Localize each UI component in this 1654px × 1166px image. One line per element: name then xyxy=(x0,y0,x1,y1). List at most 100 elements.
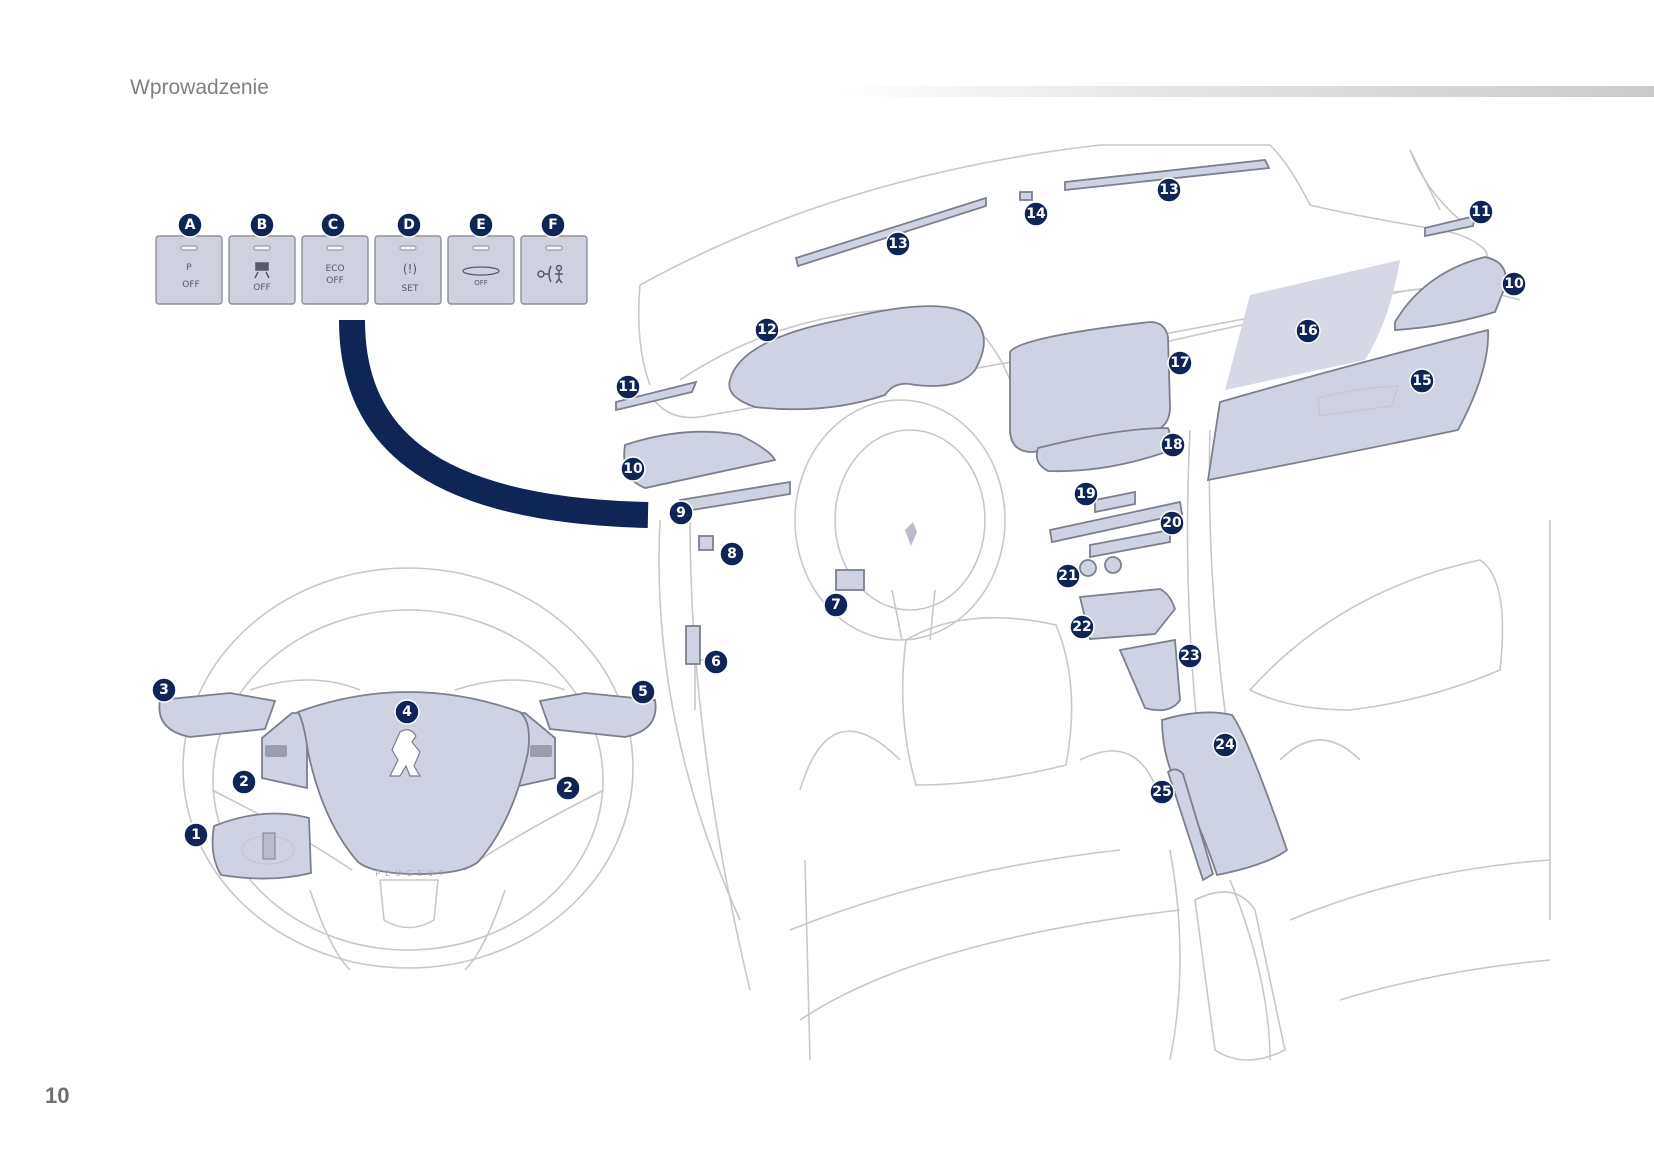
svg-text:8: 8 xyxy=(727,546,737,562)
svg-text:3: 3 xyxy=(159,682,169,698)
svg-text:E: E xyxy=(476,217,486,233)
callout-6: 6 xyxy=(703,649,729,675)
svg-text:F: F xyxy=(548,217,558,233)
air-vent-right xyxy=(1394,256,1507,331)
svg-text:10: 10 xyxy=(1504,276,1524,292)
callout-1: 1 xyxy=(183,822,209,848)
callout-7: 7 xyxy=(823,592,849,618)
cruise-control-stalk xyxy=(211,812,312,880)
instrument-panel xyxy=(728,305,985,411)
svg-text:21: 21 xyxy=(1058,568,1077,584)
button-a-top: P xyxy=(186,263,192,273)
callout-14: 14 xyxy=(1023,201,1049,227)
button-d-caption: SET xyxy=(402,284,419,294)
side-window-vent-right xyxy=(1424,214,1477,238)
badge-f: F xyxy=(540,212,566,238)
button-a[interactable]: P OFF xyxy=(155,235,223,305)
glovebox xyxy=(1206,328,1489,482)
button-c-top: ECO xyxy=(325,264,344,274)
svg-text:18: 18 xyxy=(1163,437,1182,453)
steering-adjust-lever xyxy=(835,569,865,591)
callout-2-left: 2 xyxy=(231,769,257,795)
climate-control-buttons xyxy=(1048,500,1184,544)
badge-e: E xyxy=(468,212,494,238)
button-e[interactable]: OFF xyxy=(447,235,515,305)
callout-11-left: 11 xyxy=(615,374,641,400)
callout-20: 20 xyxy=(1159,510,1185,536)
connector-curve xyxy=(339,319,649,528)
button-b[interactable]: OFF xyxy=(228,235,296,305)
svg-text:17: 17 xyxy=(1170,355,1189,371)
button-a-caption: OFF xyxy=(182,280,199,290)
button-f[interactable] xyxy=(520,235,588,305)
svg-text:11: 11 xyxy=(1471,204,1490,220)
air-vent-left xyxy=(623,430,777,489)
gear-lever xyxy=(1118,638,1181,712)
mirror-adjust-switch xyxy=(698,535,714,551)
callout-25: 25 xyxy=(1149,779,1175,805)
svg-text:D: D xyxy=(403,217,415,233)
socket-1 xyxy=(1079,559,1097,577)
svg-text:2: 2 xyxy=(239,774,249,790)
svg-text:13: 13 xyxy=(1159,182,1178,198)
svg-text:24: 24 xyxy=(1215,737,1235,753)
callout-9: 9 xyxy=(668,500,694,526)
stalk-left xyxy=(158,692,277,738)
svg-text:19: 19 xyxy=(1076,486,1095,502)
badge-a: A xyxy=(177,212,203,238)
light-sensor xyxy=(1019,191,1033,201)
svg-text:A: A xyxy=(185,217,196,233)
svg-text:11: 11 xyxy=(618,379,637,395)
parking-brake xyxy=(1166,768,1215,882)
callout-24: 24 xyxy=(1212,732,1238,758)
alarm-icon xyxy=(462,266,500,276)
callout-10-left: 10 xyxy=(620,456,646,482)
callout-17: 17 xyxy=(1167,350,1193,376)
socket-2 xyxy=(1104,556,1122,574)
peugeot-wordmark: PEUGEOT xyxy=(375,869,448,878)
button-e-caption: OFF xyxy=(474,279,488,287)
button-d[interactable]: (!) SET xyxy=(374,235,442,305)
callout-19: 19 xyxy=(1073,481,1099,507)
svg-text:12: 12 xyxy=(757,322,776,338)
svg-text:15: 15 xyxy=(1412,373,1431,389)
svg-text:6: 6 xyxy=(711,654,721,670)
airbag-horn-pad xyxy=(296,691,530,875)
svg-text:16: 16 xyxy=(1298,323,1317,339)
svg-text:23: 23 xyxy=(1180,648,1199,664)
button-panel: P OFF OFF ECO OFF (!) SET OFF xyxy=(155,212,588,305)
callout-12: 12 xyxy=(754,317,780,343)
svg-text:22: 22 xyxy=(1072,619,1091,635)
tyre-pressure-icon: (!) xyxy=(403,262,417,276)
svg-text:C: C xyxy=(328,217,338,233)
callout-3: 3 xyxy=(151,677,177,703)
svg-text:20: 20 xyxy=(1162,515,1182,531)
button-c[interactable]: ECO OFF xyxy=(301,235,369,305)
callout-21: 21 xyxy=(1055,563,1081,589)
badge-d: D xyxy=(396,212,422,238)
svg-text:9: 9 xyxy=(676,505,686,521)
callout-23: 23 xyxy=(1177,643,1203,669)
svg-text:14: 14 xyxy=(1026,206,1046,222)
svg-text:B: B xyxy=(257,217,268,233)
svg-text:7: 7 xyxy=(831,597,841,613)
steering-wheel-detail: PEUGEOT 1 2 2 3 4 5 xyxy=(151,567,657,971)
callout-15: 15 xyxy=(1409,368,1435,394)
svg-text:2: 2 xyxy=(563,780,573,796)
callout-16: 16 xyxy=(1295,318,1321,344)
touchscreen xyxy=(1009,321,1171,453)
bonnet-release xyxy=(685,625,701,665)
callout-18: 18 xyxy=(1160,432,1186,458)
page-number: 10 xyxy=(45,1083,70,1108)
lighting-switch-panel xyxy=(679,480,791,514)
svg-text:1: 1 xyxy=(191,827,201,843)
callout-22: 22 xyxy=(1069,614,1095,640)
callout-2-right: 2 xyxy=(555,775,581,801)
lane-departure-icon xyxy=(254,262,270,279)
callout-10-right: 10 xyxy=(1501,271,1527,297)
section-title: Wprowadzenie xyxy=(130,76,269,99)
button-c-caption: OFF xyxy=(326,276,343,286)
speed-limiter-wheel xyxy=(262,832,276,860)
svg-text:10: 10 xyxy=(623,461,643,477)
